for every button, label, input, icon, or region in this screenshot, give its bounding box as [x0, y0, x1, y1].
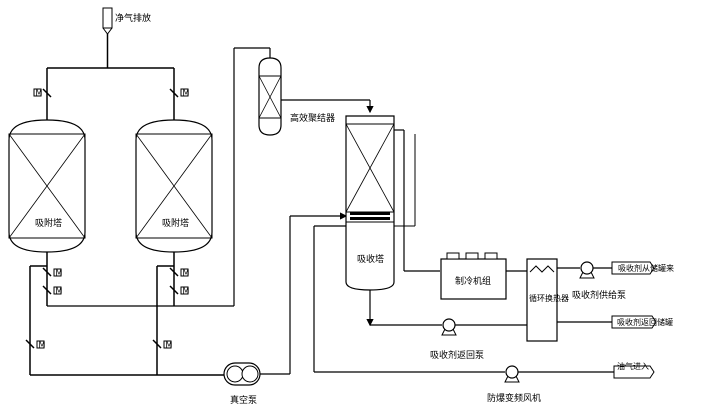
demister-vessel: 高效聚结器 [258, 57, 335, 136]
supply-pump-label: 吸收剂供给泵 [572, 289, 626, 301]
svg-text:M: M [166, 341, 173, 350]
absorbent-in-label: 吸收剂从储罐来 [618, 263, 674, 273]
svg-text:M: M [183, 269, 190, 278]
oil-gas-in-label: 油气进入 [617, 361, 649, 371]
valve-mid-left-2: M [42, 267, 63, 278]
valve-mid-right: M [169, 285, 190, 296]
return-pump: 吸收剂返回泵 [430, 318, 484, 361]
chiller-label: 制冷机组 [455, 275, 491, 287]
absorbent-in-terminal: 吸收剂从储罐来 [611, 261, 674, 275]
fan-label: 防爆变频风机 [487, 392, 541, 404]
adsorber-right: 吸附塔 [135, 119, 213, 253]
exchanger-label: 循环换热器 [529, 293, 569, 303]
svg-text:M: M [183, 287, 190, 296]
valve-low-left: M [25, 339, 46, 350]
svg-text:M: M [36, 89, 43, 98]
adsorber-left-label: 吸附塔 [35, 217, 62, 229]
heat-exchanger: 循环换热器 [526, 258, 569, 342]
valve-top-left: M [33, 88, 52, 98]
vacuum-pump-label: 真空泵 [230, 394, 257, 406]
valve-mid-right-2: M [169, 267, 190, 278]
svg-text:M: M [56, 269, 63, 278]
vent-stack: 净气排放 [102, 7, 151, 68]
vent-label: 净气排放 [115, 12, 151, 24]
valve-mid-left: M [42, 285, 63, 296]
chiller-unit: 制冷机组 [440, 252, 507, 300]
absorber-tower: 吸收塔 [345, 115, 395, 291]
supply-pump: 吸收剂供给泵 [572, 261, 626, 301]
demister-label: 高效聚结器 [290, 112, 335, 124]
absorbent-return-terminal: 吸收剂返回储罐 [611, 315, 673, 329]
oil-gas-in-terminal: 油气进入 [613, 361, 655, 379]
absorbent-return-label: 吸收剂返回储罐 [617, 317, 673, 327]
adsorber-left: 吸附塔 [8, 119, 86, 253]
valve-low-right: M [152, 339, 173, 350]
svg-text:M: M [56, 287, 63, 296]
return-pump-label: 吸收剂返回泵 [430, 349, 484, 361]
absorber-label: 吸收塔 [357, 253, 384, 265]
vacuum-pump: 真空泵 [223, 362, 261, 406]
valve-top-right: M [169, 88, 190, 98]
adsorber-right-label: 吸附塔 [162, 217, 189, 229]
explosion-proof-fan: 防爆变频风机 [487, 365, 541, 404]
svg-text:M: M [183, 89, 190, 98]
svg-text:M: M [39, 341, 46, 350]
